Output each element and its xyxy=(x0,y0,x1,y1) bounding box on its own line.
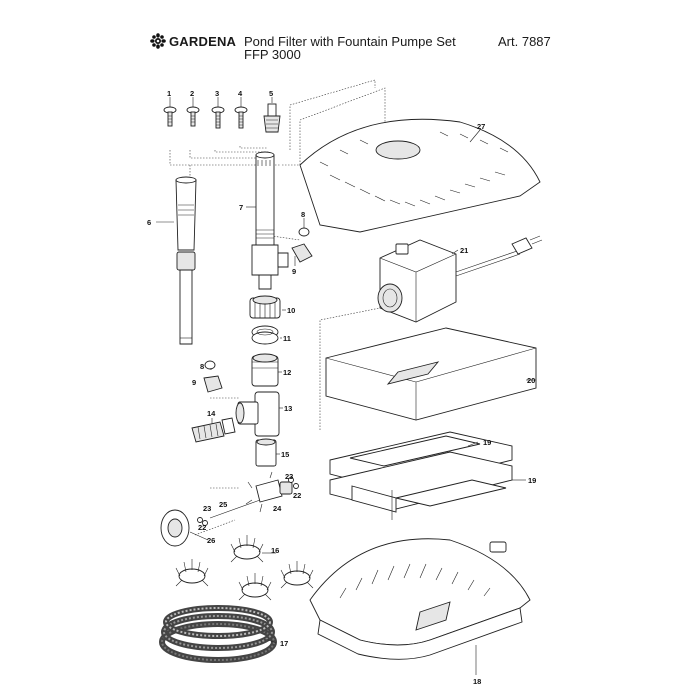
label-part-24: 24 xyxy=(273,504,282,513)
label-part-27: 27 xyxy=(477,122,485,131)
screw-cap-part-10 xyxy=(249,295,281,319)
label-part-16: 16 xyxy=(271,546,279,555)
header: GARDENA Pond Filter with Fountain Pumpe … xyxy=(0,0,700,70)
brand-name: GARDENA xyxy=(169,33,237,49)
gardena-flower-icon xyxy=(150,33,166,49)
cover-part-27 xyxy=(299,118,541,233)
label-part-8-lower: 8 xyxy=(200,362,204,371)
label-part-7: 7 xyxy=(239,203,243,212)
screw-parts-1-4 xyxy=(163,106,248,129)
label-part-22-right: 22 xyxy=(293,491,301,500)
label-part-18: 18 xyxy=(473,677,481,686)
label-part-17: 17 xyxy=(280,639,288,648)
article-number: Art. 7887 xyxy=(498,34,551,49)
t-piece-part-13 xyxy=(235,391,280,437)
hose-connector-part-14 xyxy=(191,417,236,443)
part-labels: 1 2 3 4 5 6 7 8 9 10 11 8 12 9 13 14 15 … xyxy=(147,89,536,686)
base-tray-part-18 xyxy=(309,538,531,660)
label-part-25: 25 xyxy=(219,500,227,509)
model-name: FFP 3000 xyxy=(244,47,301,62)
label-part-6: 6 xyxy=(147,218,151,227)
impeller-assembly-parts-22-26 xyxy=(160,471,299,547)
pump-part-21 xyxy=(377,235,543,323)
riser-tube-part-6 xyxy=(175,176,197,345)
connector-part-15 xyxy=(255,438,277,467)
label-part-22-left: 22 xyxy=(198,523,206,532)
filter-sponge-part-20 xyxy=(325,327,537,421)
label-part-14: 14 xyxy=(207,409,216,418)
document-title: Pond Filter with Fountain Pumpe Set xyxy=(244,34,456,49)
label-part-11: 11 xyxy=(283,334,291,343)
label-part-23-right: 23 xyxy=(285,472,293,481)
label-part-2: 2 xyxy=(190,89,194,98)
label-part-23-left: 23 xyxy=(203,504,211,513)
o-ring-parts-8 xyxy=(204,227,310,370)
label-part-19-upper: 19 xyxy=(483,438,491,447)
label-part-26: 26 xyxy=(207,536,215,545)
label-part-12: 12 xyxy=(283,368,291,377)
brand-logo: GARDENA xyxy=(150,31,236,51)
label-part-21: 21 xyxy=(460,246,468,255)
label-part-5: 5 xyxy=(269,89,273,98)
label-part-3: 3 xyxy=(215,89,219,98)
label-part-9-upper: 9 xyxy=(292,267,296,276)
label-part-1: 1 xyxy=(167,89,171,98)
leader-lines xyxy=(156,97,536,675)
connector-part-12 xyxy=(251,353,279,387)
label-part-8-upper: 8 xyxy=(301,210,305,219)
label-part-4: 4 xyxy=(238,89,243,98)
nozzle-part-5 xyxy=(263,103,281,133)
label-part-19-lower: 19 xyxy=(528,476,536,485)
hose-coil-part-17 xyxy=(159,605,277,663)
label-part-10: 10 xyxy=(287,306,295,315)
filter-frame-parts-19 xyxy=(329,431,513,520)
label-part-13: 13 xyxy=(284,404,292,413)
label-part-9-lower: 9 xyxy=(192,378,196,387)
ring-part-11 xyxy=(251,325,279,345)
assembly-guide-lines xyxy=(169,79,396,536)
label-part-15: 15 xyxy=(281,450,289,459)
end-cap-parts-9 xyxy=(203,243,313,393)
fountain-nozzle-parts-16 xyxy=(175,535,314,601)
label-part-20: 20 xyxy=(527,376,535,385)
telescope-tube-part-7 xyxy=(251,151,289,290)
